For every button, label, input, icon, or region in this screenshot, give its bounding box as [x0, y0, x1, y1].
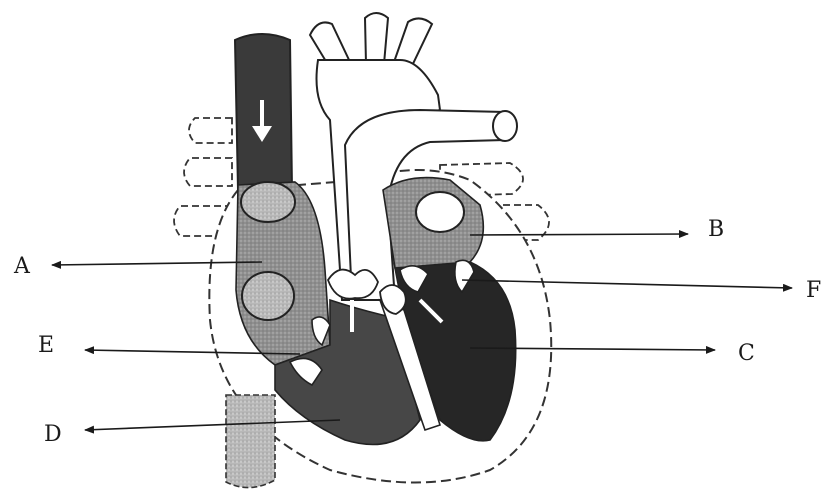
label-d: D [44, 422, 62, 447]
label-e: E [38, 333, 54, 358]
ivc-opening [242, 272, 294, 320]
pulmonary-vein-opening [416, 192, 464, 232]
label-a: A [13, 254, 31, 279]
label-c: C [738, 341, 755, 366]
label-f: F [806, 278, 821, 303]
inferior-vena-cava [226, 395, 275, 488]
svc-opening [241, 182, 295, 222]
label-b: B [708, 217, 724, 242]
pointer-b [470, 234, 688, 235]
